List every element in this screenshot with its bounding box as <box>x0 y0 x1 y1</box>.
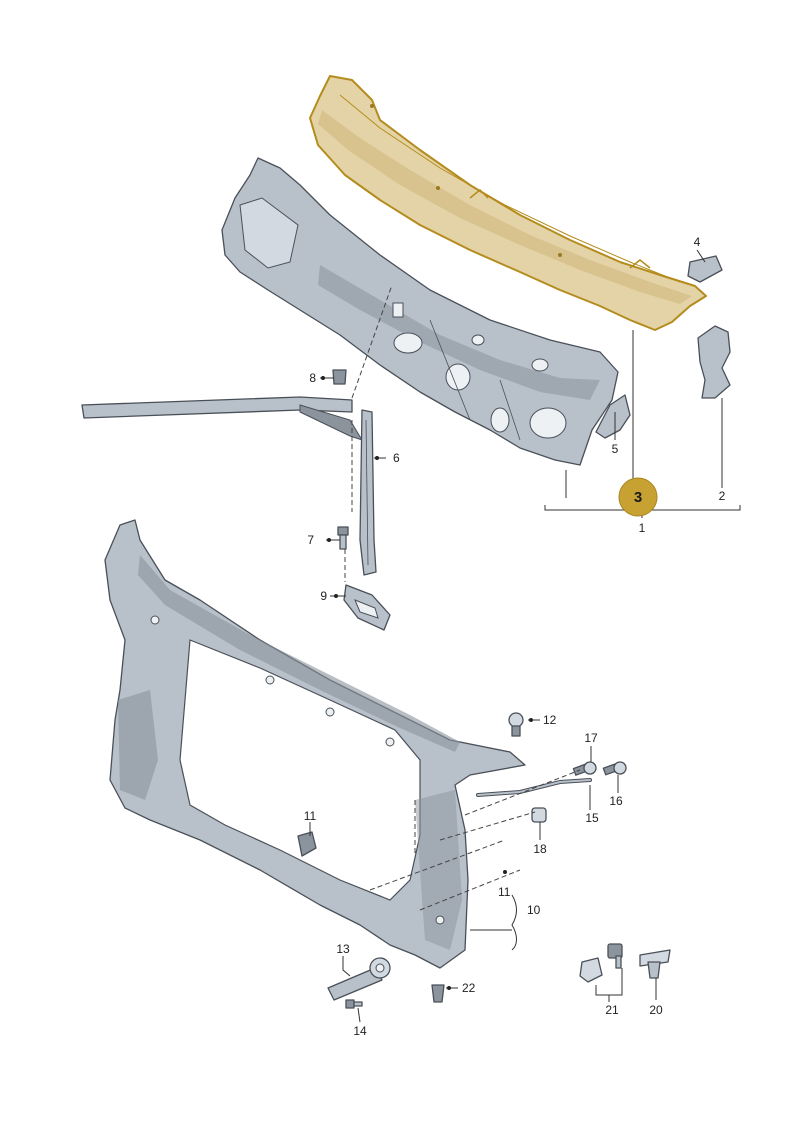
callout-4: 4 <box>694 235 701 249</box>
bracket-part-2[interactable] <box>697 325 731 399</box>
callout-6: 6 <box>393 451 400 465</box>
callout-8: 8 <box>309 371 316 385</box>
bracket-part-9[interactable] <box>343 584 391 631</box>
callout-labels: 1 2 4 5 6 7 8 9 10 11 11 12 13 14 15 16 … <box>304 235 726 1038</box>
callout-11-frame: 11 <box>304 809 317 823</box>
bolt-part-7[interactable] <box>337 526 349 550</box>
plenum-cover-part-highlighted[interactable] <box>309 75 707 331</box>
callout-15: 15 <box>585 811 599 825</box>
callout-2: 2 <box>719 489 726 503</box>
bolt-part-17[interactable] <box>572 761 597 776</box>
bolt-part-22[interactable] <box>431 984 445 1003</box>
bolt-part-14[interactable] <box>345 999 363 1009</box>
callout-5: 5 <box>612 442 619 456</box>
nut-part-18[interactable] <box>531 807 547 823</box>
callout-11-bracket: 11 <box>498 885 511 899</box>
cable-part-15[interactable] <box>476 778 592 797</box>
callout-7: 7 <box>307 533 314 547</box>
callout-1: 1 <box>639 521 646 535</box>
bolt-part-21b[interactable] <box>607 943 623 969</box>
bulkhead-panel-part[interactable] <box>221 157 619 466</box>
bracket-part-5[interactable] <box>595 394 631 439</box>
bolt-part-12[interactable] <box>508 712 524 737</box>
clip-part-20[interactable] <box>639 949 671 979</box>
callout-17: 17 <box>584 731 598 745</box>
callout-22: 22 <box>462 981 476 995</box>
strut-part-6[interactable] <box>359 409 377 576</box>
clip-part-11-frame[interactable] <box>297 831 317 857</box>
bolt-part-8[interactable] <box>332 369 347 385</box>
callout-20: 20 <box>649 1003 663 1017</box>
bracket-part-4[interactable] <box>687 255 723 283</box>
lock-carrier-frame-part[interactable] <box>104 519 526 969</box>
callout-21: 21 <box>605 1003 619 1017</box>
leader-lines <box>309 249 741 1023</box>
handle-part-13[interactable] <box>327 957 391 1001</box>
part-3-badge[interactable]: 3 <box>618 477 658 517</box>
callout-10: 10 <box>527 903 541 917</box>
callout-9: 9 <box>320 589 327 603</box>
bolt-part-16[interactable] <box>602 761 627 776</box>
cross-bar-part[interactable] <box>81 396 364 441</box>
callout-13: 13 <box>336 942 350 956</box>
callout-12: 12 <box>543 713 557 727</box>
callout-16: 16 <box>609 794 623 808</box>
callout-14: 14 <box>353 1024 367 1038</box>
callout-18: 18 <box>533 842 547 856</box>
part-3-badge-label: 3 <box>634 489 642 506</box>
nut-part-21a[interactable] <box>579 957 603 983</box>
